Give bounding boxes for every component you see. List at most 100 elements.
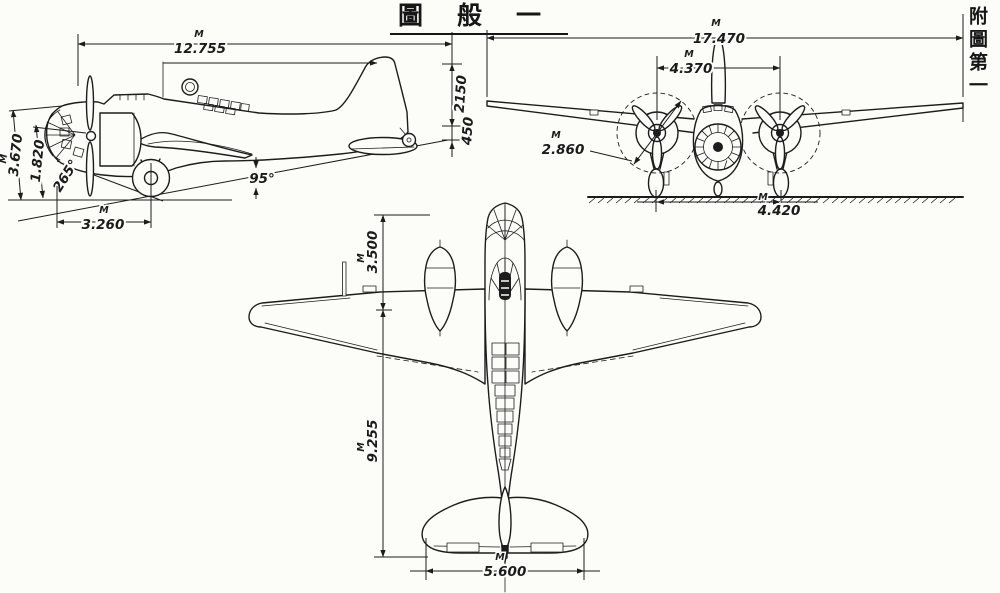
glazing-panel [60, 114, 73, 126]
bay-window [498, 435, 512, 447]
unit-m: M [356, 442, 367, 452]
front-view-dimensions: 17.470 M 4.370 M 2.860 M 4.420 M [486, 14, 964, 221]
dim-label-prop-diameter: 2.860 [542, 142, 585, 158]
right-wing-top [524, 288, 762, 385]
right-brake [767, 171, 774, 186]
spinner [776, 129, 784, 137]
unit-m: M [0, 153, 10, 164]
dim-label-engine-spacing: 4.370 [669, 61, 713, 77]
front-view: 17.470 M 4.370 M 2.860 M 4.420 M [486, 14, 964, 221]
dim-label-tail-clearance-group: 450 [457, 114, 479, 148]
bay-window [499, 447, 511, 458]
wing-fillet-line [147, 140, 253, 155]
canopy-pane [713, 104, 723, 111]
left-wing-top [248, 288, 486, 385]
engine-cowl-side [99, 112, 142, 167]
prop-blade [85, 75, 95, 131]
top-view-airframe [248, 202, 762, 593]
dorsal-turret [181, 78, 199, 96]
unit-m: M [758, 192, 768, 203]
bay-window [495, 397, 515, 410]
dim-label-overall-length: 12.755 [174, 41, 226, 57]
aileron-lines [264, 322, 746, 351]
unit-m: M [99, 205, 109, 216]
turret-dome [185, 82, 195, 92]
window-pane [197, 95, 208, 105]
right-tailplane-top [507, 496, 589, 554]
right-cowl-lines [552, 267, 582, 289]
tail-window [498, 458, 512, 471]
nose-glazing-side [44, 109, 85, 161]
nose-height-dim-line [10, 109, 24, 201]
glazing-panel [59, 127, 70, 137]
unit-m: M [551, 130, 561, 141]
tailspan-extension-lines [410, 538, 600, 580]
tail-wheel [401, 132, 417, 148]
dim-label-nose-to-wing: 3.500 [365, 231, 381, 274]
canopy-frames [119, 93, 145, 101]
side-view: 12.755 M 2150 450 3.670 M [0, 28, 479, 236]
canopy-top [488, 257, 522, 301]
dim-label-tailplane-span: 5.600 [484, 564, 527, 580]
glazing-frames [45, 111, 76, 159]
fuselage-window-ladder [491, 342, 520, 471]
dim-label-hub-height: 1.820 [28, 139, 48, 183]
flap-dashed-lines [376, 355, 634, 373]
dim-label-nose-angle: 265° [50, 157, 82, 195]
bay-window [497, 423, 513, 435]
elevator-tab-left [446, 542, 480, 553]
glazing-panel [60, 138, 73, 150]
right-engine-front [739, 92, 821, 174]
dim-label-nose-angle-group: 265° [48, 155, 84, 197]
wing-intake-right [629, 285, 644, 293]
hub-height-dim-line [33, 124, 46, 199]
tail-wheel-front [713, 181, 723, 197]
glazing-frames [486, 204, 524, 241]
dim-label-nose-to-wing-group: 3.500 M [355, 229, 384, 276]
windscreen-line [103, 94, 115, 105]
nose-glazing-top [485, 204, 525, 241]
left-tailplane-top [421, 496, 503, 554]
pitot-tube [342, 261, 347, 297]
top-view: 3.500 M 9.255 M 5.600 M [248, 202, 762, 593]
window-pane [214, 105, 225, 114]
canopy-pane [702, 104, 712, 114]
prop-hub [85, 130, 97, 142]
tailwheel-strut [399, 127, 407, 136]
unit-m: M [194, 29, 204, 40]
length-chain-ticks [374, 214, 430, 558]
elevator-line [350, 146, 415, 150]
cockpit-canopy-side [103, 93, 145, 105]
dim-label-hub-height-group: 1.820 [26, 137, 50, 185]
dim-label-wheel-track: 4.420 [757, 203, 801, 219]
dim-label-ground-angle: 95° [249, 171, 275, 187]
bay-window [494, 384, 516, 397]
track-extension-lines [637, 190, 818, 212]
tailplane-side [348, 136, 418, 156]
dorsal-window-band [197, 95, 250, 116]
bay-window [496, 410, 514, 423]
elevator-tab-right [530, 542, 564, 553]
unit-m: M [495, 552, 505, 563]
nose-panel-spokes [694, 123, 742, 171]
tail-cone-top [501, 545, 509, 566]
tail-wheel-side [399, 127, 417, 148]
canopy-front [702, 104, 734, 114]
bay-window [491, 342, 506, 356]
canopy-hatch [499, 272, 511, 300]
dim-label-wingspan: 17.470 [693, 31, 745, 47]
prop-diameter-arrow [633, 100, 682, 165]
dim-label-nose-height-group: 3.670 M [0, 131, 28, 179]
glazed-nose-front [694, 123, 742, 171]
left-brake [663, 171, 670, 186]
prop-diameter-leader [589, 150, 633, 162]
canopy-pane [724, 104, 734, 114]
page-title: 圖般一 [390, 0, 568, 35]
tailwheel-hub [406, 137, 412, 143]
dim-label-fin-height: 2150 [452, 75, 471, 114]
dim-label-tail-clearance: 450 [459, 116, 477, 146]
bay-window [491, 356, 506, 370]
bay-window [505, 342, 520, 356]
